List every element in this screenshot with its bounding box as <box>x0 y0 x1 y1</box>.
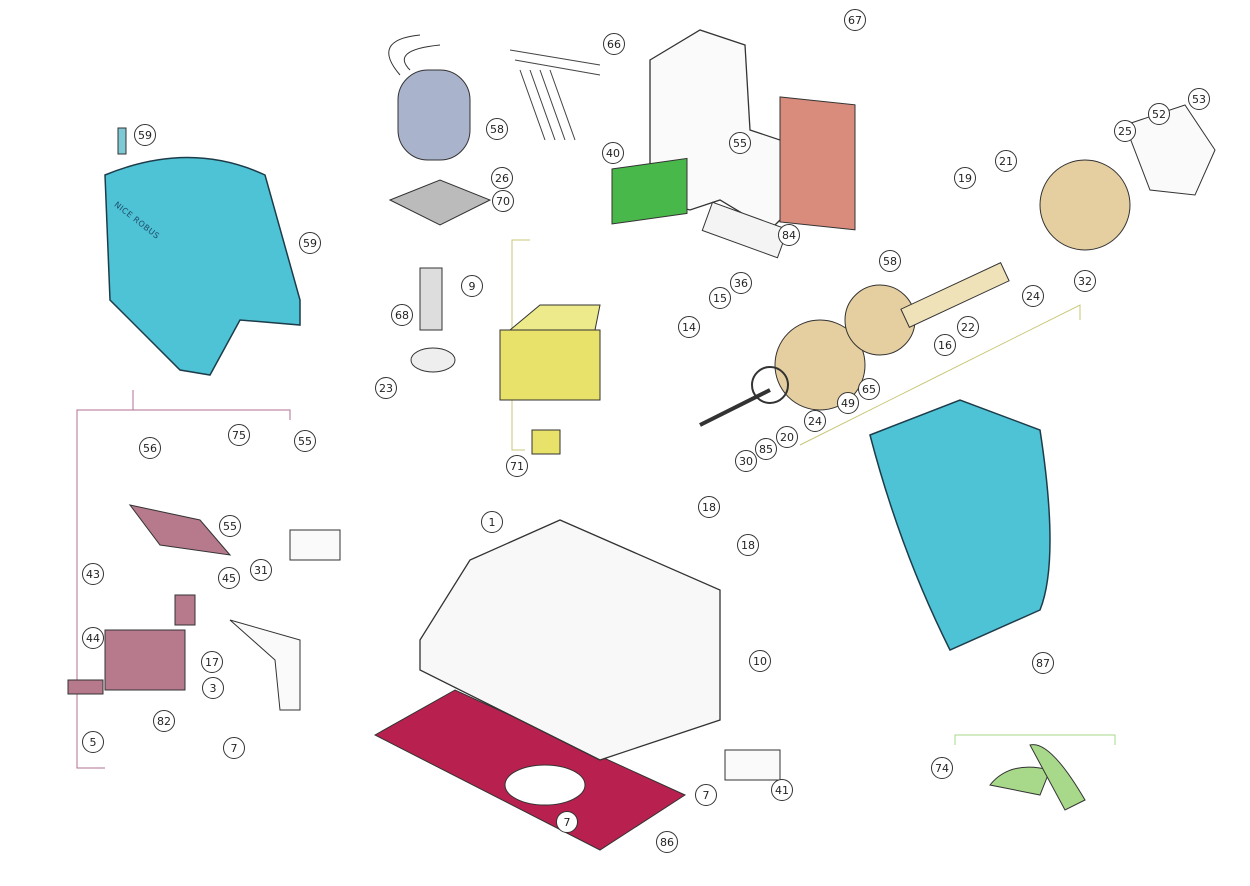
callout-part-1: 1 <box>481 511 503 533</box>
callout-part-16: 16 <box>934 334 956 356</box>
callout-part-53: 53 <box>1188 88 1210 110</box>
control-board-67 <box>779 96 856 231</box>
callout-part-59: 59 <box>134 124 156 146</box>
callout-part-15: 15 <box>709 287 731 309</box>
callout-part-84: 84 <box>778 224 800 246</box>
callout-part-5: 5 <box>82 731 104 753</box>
callout-part-68: 68 <box>391 304 413 326</box>
callout-part-14: 14 <box>678 316 700 338</box>
terminal-71 <box>531 429 561 455</box>
shaft-22 <box>900 262 1010 328</box>
callout-part-55: 55 <box>729 132 751 154</box>
pcb-14 <box>611 157 688 225</box>
motor-plate-26 <box>388 179 492 226</box>
gearmotor-housing-1 <box>419 519 721 761</box>
harness-66 <box>509 49 601 141</box>
callout-part-59: 59 <box>299 232 321 254</box>
callout-part-25: 25 <box>1114 120 1136 142</box>
release-kit-leader <box>76 390 291 769</box>
callout-part-87: 87 <box>1032 652 1054 674</box>
callout-part-85: 85 <box>755 438 777 460</box>
handle-74b <box>1029 744 1086 811</box>
base-plate-hole <box>504 764 586 806</box>
shaft-30 <box>699 388 771 427</box>
callout-part-66: 66 <box>603 33 625 55</box>
callout-part-24: 24 <box>804 410 826 432</box>
motor-wires <box>388 34 441 76</box>
callout-part-22: 22 <box>957 316 979 338</box>
transformer-top <box>508 304 601 331</box>
callout-part-86: 86 <box>656 831 678 853</box>
callout-part-24: 24 <box>1022 285 1044 307</box>
callout-part-18: 18 <box>737 534 759 556</box>
gear-49 <box>774 319 866 411</box>
callout-part-23: 23 <box>375 377 397 399</box>
callout-part-18: 18 <box>698 496 720 518</box>
callout-part-20: 20 <box>776 426 798 448</box>
callout-part-49: 49 <box>837 392 859 414</box>
callout-part-67: 67 <box>844 9 866 31</box>
callout-part-7: 7 <box>223 737 245 759</box>
screw-59 <box>117 127 127 155</box>
handle-3 <box>229 619 301 711</box>
callout-part-75: 75 <box>228 424 250 446</box>
cap <box>289 529 341 561</box>
housing-53 <box>1124 104 1216 196</box>
flange-25 <box>1039 159 1131 251</box>
callout-part-55: 55 <box>294 430 316 452</box>
side-cover <box>869 399 1051 651</box>
callout-part-21: 21 <box>995 150 1017 172</box>
callout-part-40: 40 <box>602 142 624 164</box>
handles-leader <box>954 734 1116 745</box>
callout-part-41: 41 <box>771 779 793 801</box>
washer-20 <box>751 366 789 404</box>
callout-part-82: 82 <box>153 710 175 732</box>
callout-part-58: 58 <box>879 250 901 272</box>
gear-assembly-leader <box>799 304 1081 446</box>
housing-44 <box>104 629 186 691</box>
callout-part-56: 56 <box>139 437 161 459</box>
callout-part-58: 58 <box>486 118 508 140</box>
callout-part-3: 3 <box>202 677 224 699</box>
callout-part-9: 9 <box>461 275 483 297</box>
callout-part-43: 43 <box>82 563 104 585</box>
callout-part-26: 26 <box>491 167 513 189</box>
motor <box>397 69 471 161</box>
callout-part-19: 19 <box>954 167 976 189</box>
callout-part-30: 30 <box>735 450 757 472</box>
callout-part-70: 70 <box>492 190 514 212</box>
callout-part-55: 55 <box>219 515 241 537</box>
handle-74a <box>989 766 1051 796</box>
lever-45 <box>174 594 196 626</box>
callout-part-17: 17 <box>201 651 223 673</box>
callout-part-7: 7 <box>556 811 578 833</box>
transformer <box>499 329 601 401</box>
callout-part-45: 45 <box>218 567 240 589</box>
gear-65 <box>844 284 916 356</box>
cover-41 <box>724 749 781 781</box>
callout-part-44: 44 <box>82 627 104 649</box>
bushing-23 <box>410 347 456 373</box>
callout-part-74: 74 <box>931 757 953 779</box>
callout-part-52: 52 <box>1148 103 1170 125</box>
callout-part-10: 10 <box>749 650 771 672</box>
worm-68 <box>419 267 443 331</box>
callout-part-71: 71 <box>506 455 528 477</box>
key-5 <box>67 679 104 695</box>
callout-part-32: 32 <box>1074 270 1096 292</box>
callout-part-7: 7 <box>695 784 717 806</box>
callout-part-36: 36 <box>730 272 752 294</box>
lever-43 <box>128 504 232 556</box>
top-cover <box>104 156 301 376</box>
callout-part-65: 65 <box>858 378 880 400</box>
callout-part-31: 31 <box>250 559 272 581</box>
